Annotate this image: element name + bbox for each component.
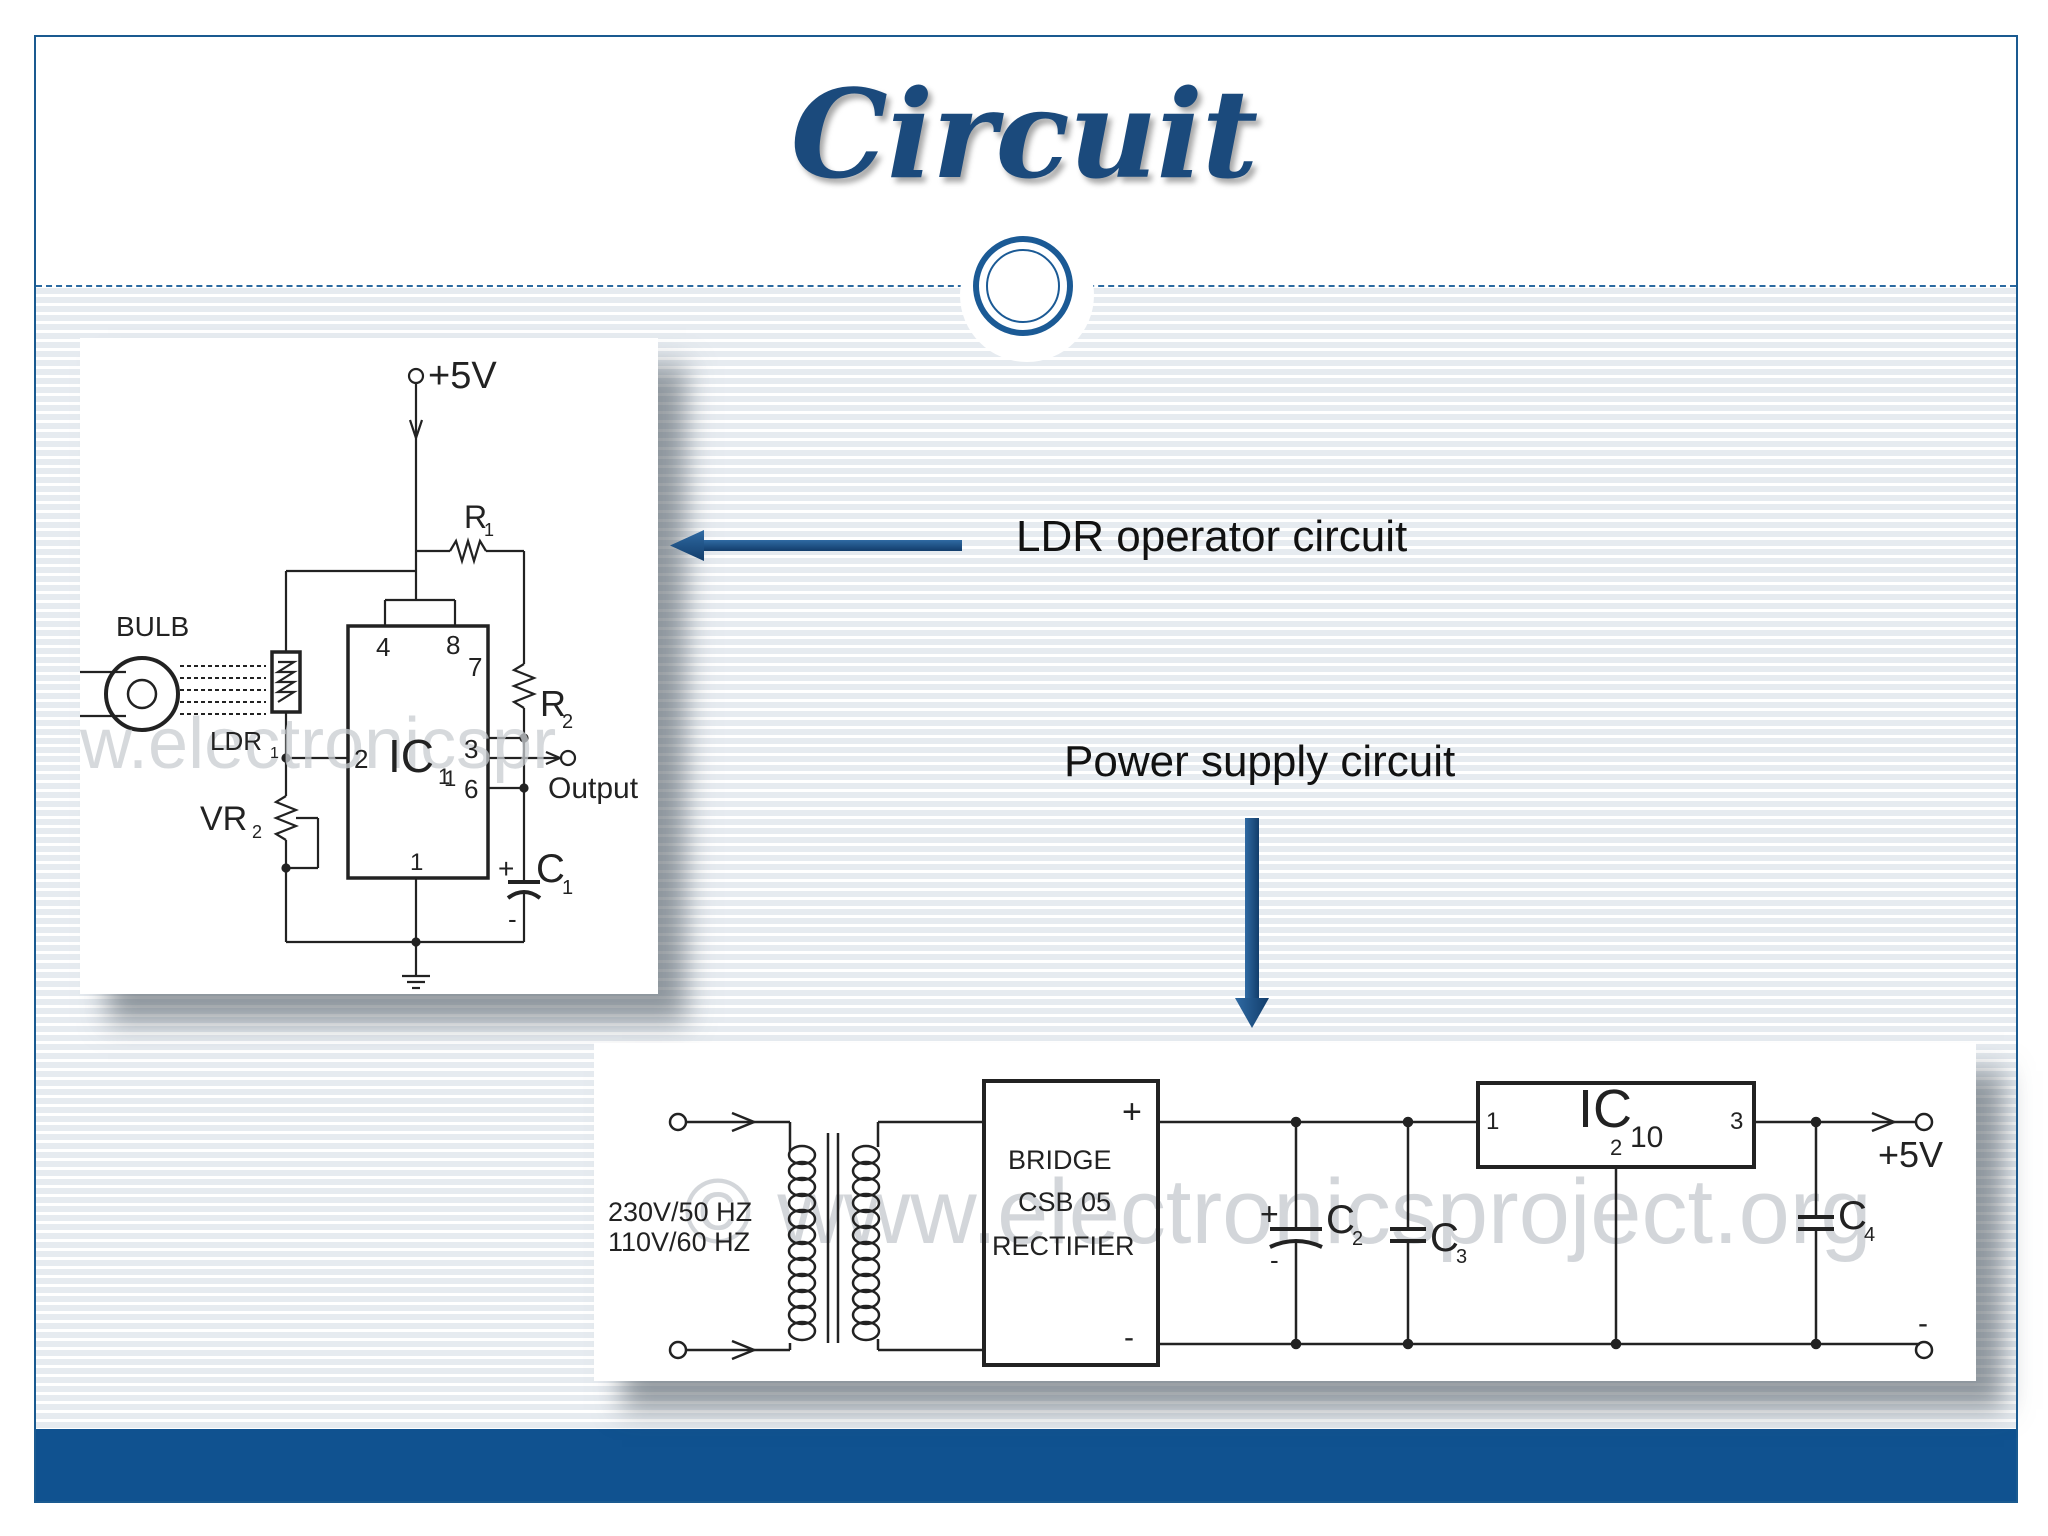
footer-bar — [36, 1429, 2016, 1501]
rectifier-minus: - — [1124, 1321, 1134, 1354]
ldr-vr-label: VR — [200, 800, 247, 838]
ldr-pin-1-right: 1 — [444, 766, 456, 791]
power-c2-minus: - — [1270, 1245, 1279, 1275]
ldr-r2-sub: 2 — [562, 711, 573, 733]
ldr-circuit-panel: w.electronicspr +5V R 1 BULB LDR 1 VR 2 … — [80, 338, 658, 994]
slide-title: Circuit — [790, 62, 1258, 206]
ldr-r1-resistor — [449, 537, 487, 565]
power-circuit-diagram: © www.electronicsproject.org — [608, 1079, 1943, 1367]
ldr-supply-label: +5V — [428, 355, 497, 397]
bridge-rectifier-box — [982, 1079, 1160, 1367]
ldr-c1-label: C — [536, 847, 565, 891]
ldr-ic1-label: IC — [388, 730, 434, 782]
ldr-c1-minus: - — [508, 904, 517, 934]
transformer-secondary-coil — [851, 1144, 881, 1342]
divider-ring-icon — [973, 236, 1073, 336]
power-ic-pin-3: 3 — [1730, 1108, 1743, 1135]
power-output-minus: - — [1918, 1307, 1928, 1340]
power-c2-label: C — [1326, 1198, 1355, 1242]
power-c3-sub: 3 — [1456, 1246, 1467, 1268]
ldr-r1-label: R — [464, 499, 487, 535]
ldr-bulb-icon — [104, 656, 180, 732]
power-input-terminal-bottom — [668, 1340, 688, 1360]
power-output-terminal-bottom — [1914, 1340, 1934, 1360]
ldr-pin-8: 8 — [446, 630, 460, 660]
ldr-pin-7: 7 — [468, 652, 482, 682]
ldr-ic1-body — [346, 624, 490, 880]
ldr-pin-3: 3 — [464, 734, 478, 764]
power-circuit-caption: Power supply circuit — [1064, 737, 1456, 786]
ldr-r2-resistor — [511, 663, 537, 709]
power-circuit-panel: © www.electronicsproject.org — [594, 1043, 1976, 1381]
ldr-c1-sub: 1 — [562, 877, 573, 899]
ldr-ldr-label: LDR — [210, 726, 262, 756]
ldr-output-label: Output — [548, 772, 639, 805]
rectifier-line-1: BRIDGE — [1008, 1145, 1112, 1175]
rectifier-line-2: CSB 05 — [1018, 1187, 1111, 1217]
power-input-terminal-top — [668, 1112, 688, 1132]
power-ic2-sub: 2 — [1610, 1135, 1622, 1160]
ldr-pointer-arrow-icon — [670, 526, 970, 566]
ldr-vr2-resistor — [273, 795, 299, 841]
ldr-supply-terminal — [407, 367, 425, 385]
power-c3-label: C — [1430, 1216, 1459, 1260]
power-c2-sub: 2 — [1352, 1228, 1363, 1250]
ldr-pin-1-bottom: 1 — [410, 849, 423, 876]
ldr-pin-6: 6 — [464, 774, 478, 804]
power-ic-pin-1: 1 — [1486, 1108, 1499, 1135]
ldr-c1-plus: + — [498, 853, 514, 884]
power-input-voltage-1: 230V/50 HZ — [608, 1197, 752, 1227]
power-c4-sub: 4 — [1864, 1224, 1875, 1246]
rectifier-line-3: RECTIFIER — [992, 1231, 1135, 1261]
power-ic2-label: IC — [1578, 1079, 1632, 1139]
ldr-ic1-sub: 1 — [438, 764, 450, 789]
ldr-r2-label: R — [540, 683, 566, 724]
power-output-terminal-top — [1914, 1112, 1934, 1132]
ldr-ldr-sub: 1 — [270, 745, 279, 762]
ldr-circuit-diagram: w.electronicspr +5V R 1 BULB LDR 1 VR 2 … — [80, 355, 639, 990]
ldr-output-terminal — [559, 749, 577, 767]
divider-ring-inner — [986, 249, 1060, 323]
rectifier-plus: + — [1122, 1093, 1142, 1131]
transformer-primary-coil — [787, 1122, 817, 1350]
ldr-bulb-label: BULB — [116, 611, 189, 642]
ldr-vr-sub: 2 — [252, 822, 262, 842]
ldr-circuit-caption: LDR operator circuit — [1016, 512, 1408, 561]
ldr-r1-sub: 1 — [484, 520, 494, 540]
ldr-watermark: w.electronicspr — [80, 704, 556, 784]
power-c2-plus: + — [1260, 1196, 1279, 1232]
power-input-voltage-2: 110V/60 HZ — [608, 1227, 750, 1257]
power-pointer-arrow-icon — [1232, 818, 1272, 1032]
power-output-label: +5V — [1878, 1134, 1943, 1175]
ldr-pin-2: 2 — [354, 744, 368, 774]
power-c4-label: C — [1838, 1194, 1867, 1238]
ldr-pin-4: 4 — [376, 632, 390, 662]
ldr-c1-capacitor — [506, 890, 542, 900]
power-ic2-suffix: 10 — [1630, 1121, 1663, 1154]
